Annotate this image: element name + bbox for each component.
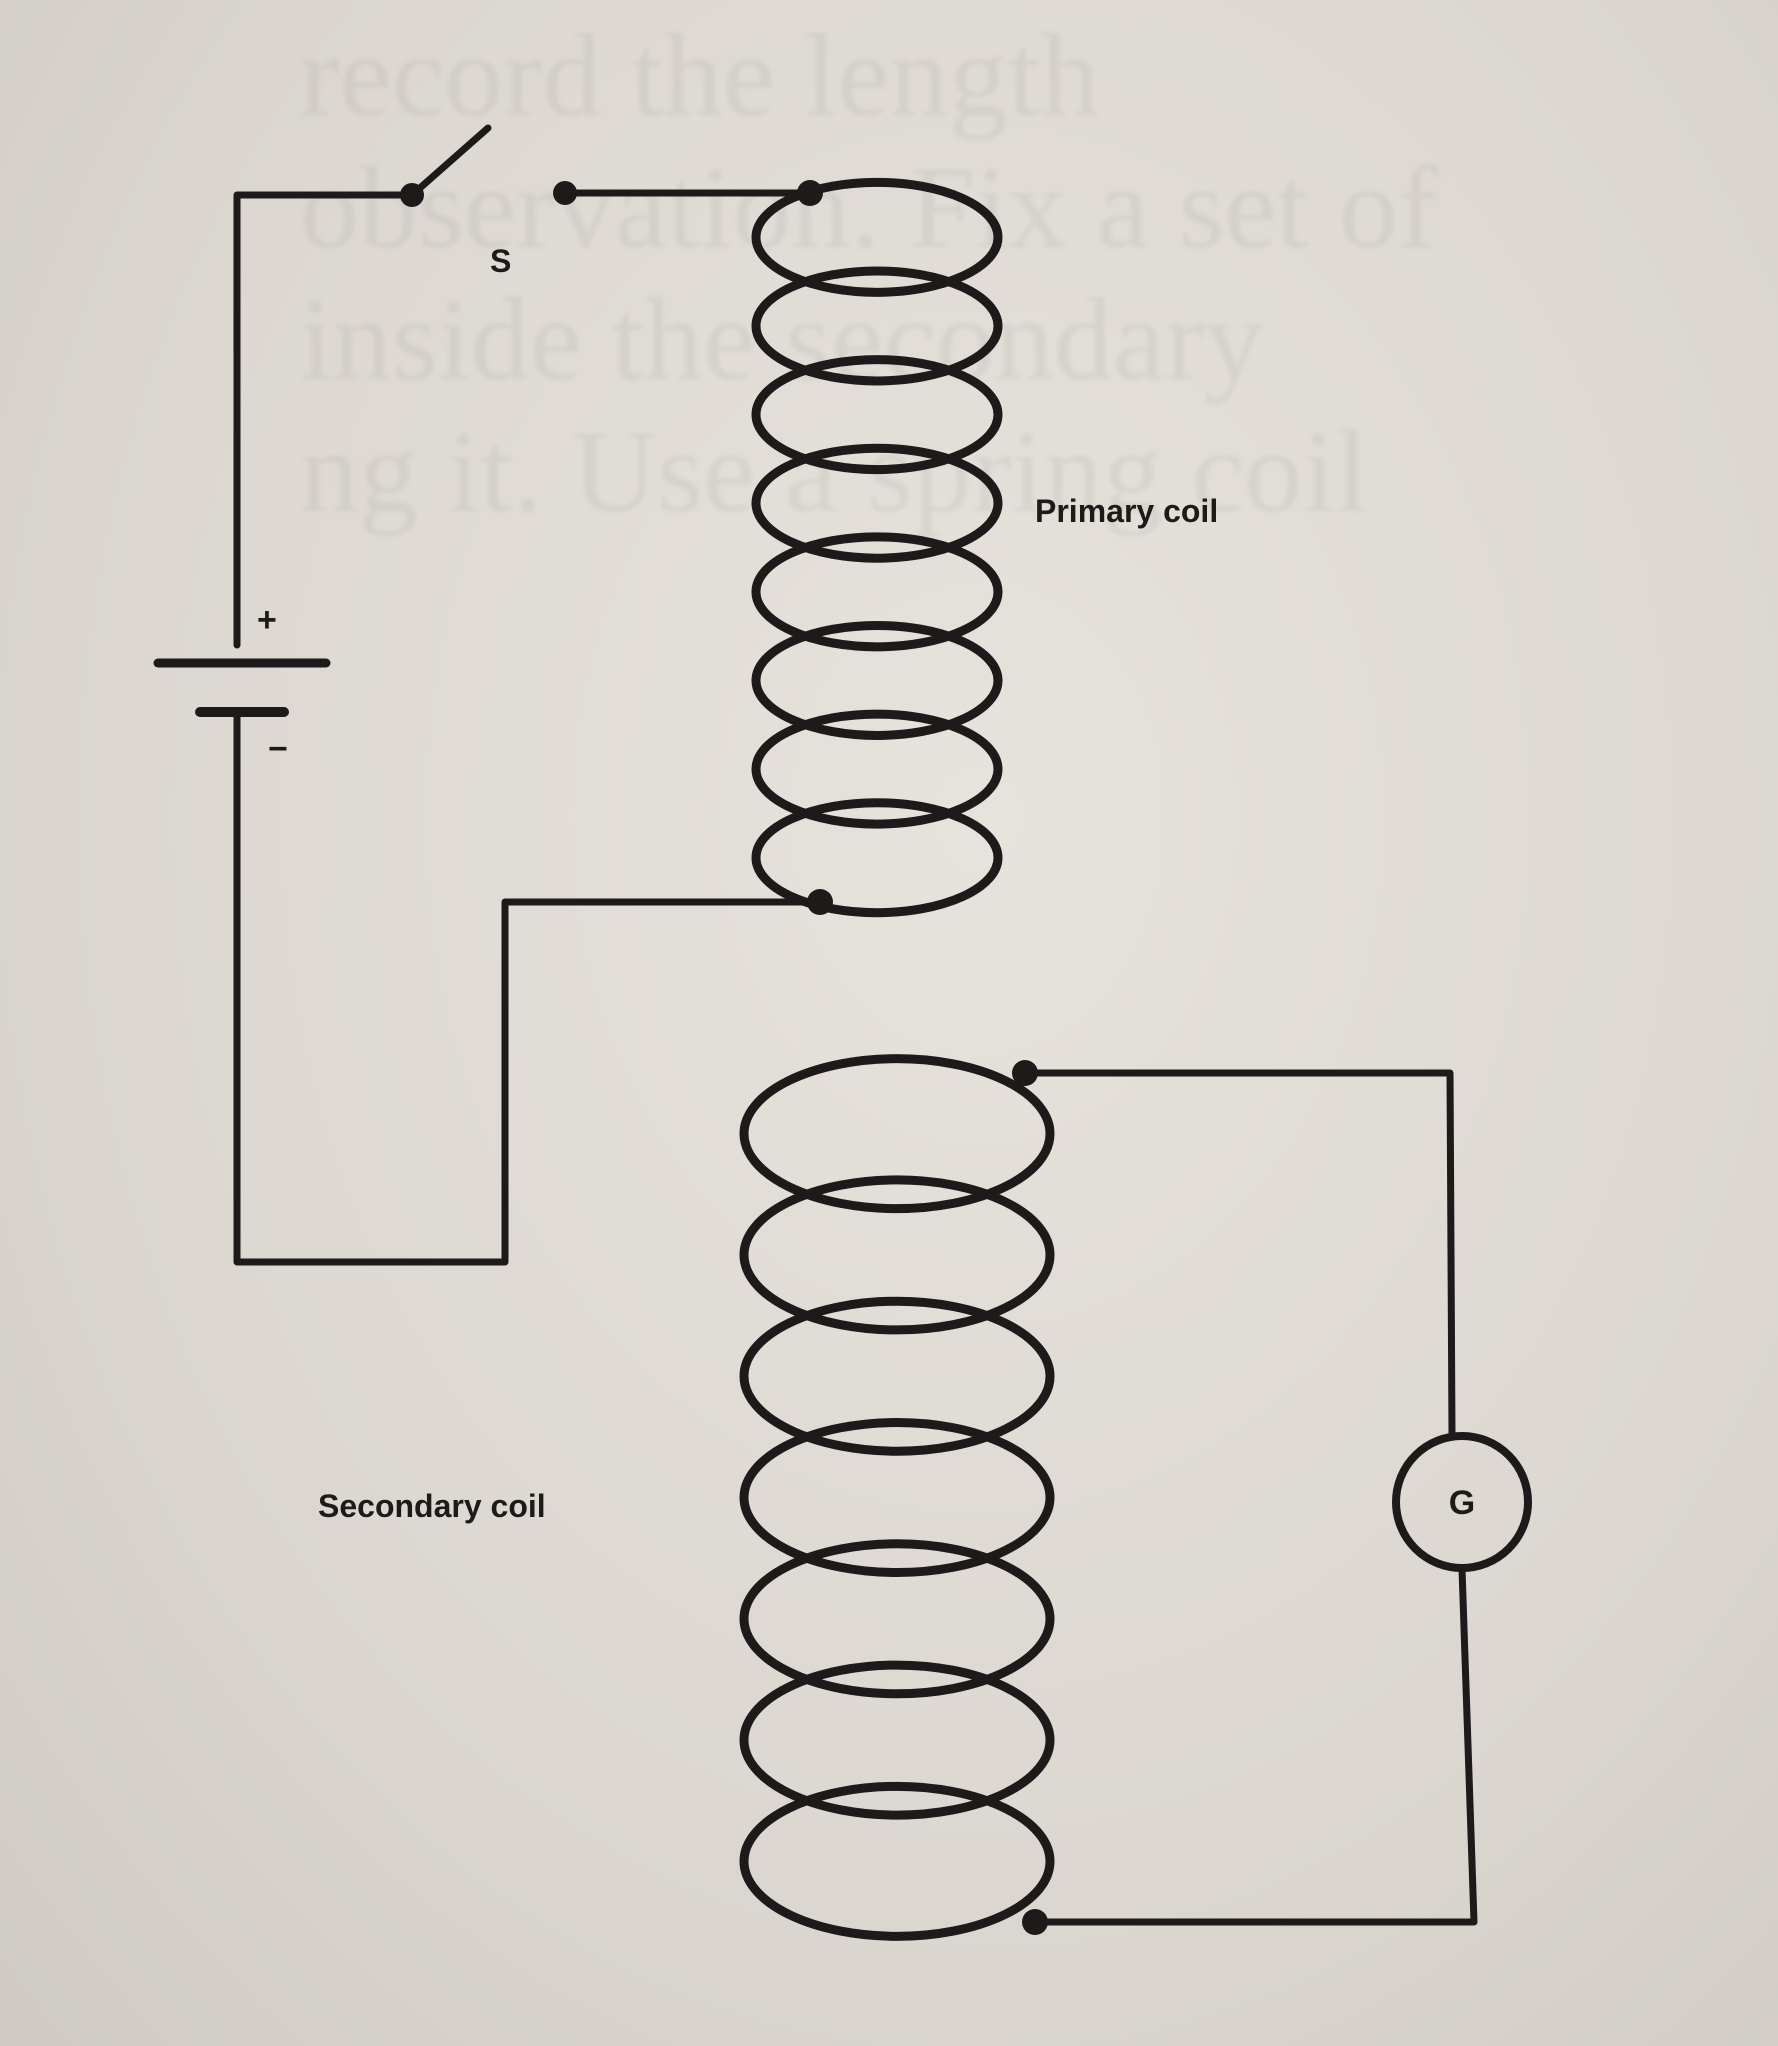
switch-label: S	[490, 243, 511, 279]
switch-pivot-terminal	[400, 183, 424, 207]
primary-coil-turn	[751, 620, 1003, 740]
galvanometer	[1392, 1432, 1532, 1572]
primary-coil-turn	[751, 177, 1003, 297]
battery-positive-label: +	[257, 601, 277, 639]
secondary-coil-turn	[739, 1054, 1055, 1214]
secondary-coil-turn	[739, 1660, 1055, 1820]
primary-coil-turn	[751, 355, 1003, 475]
primary-coil-turn	[751, 798, 1003, 918]
switch-lever	[408, 124, 492, 199]
primary-coil-label: Primary coil	[1035, 493, 1218, 529]
secondary-coil-turn	[739, 1296, 1055, 1456]
primary-coil-bottom-terminal	[807, 889, 833, 915]
secondary-coil	[739, 1054, 1055, 1941]
primary-coil-turn	[751, 443, 1003, 563]
primary-coil-turn	[751, 266, 1003, 386]
secondary-bottom-wire	[1031, 1565, 1478, 1926]
secondary-coil-turn	[739, 1418, 1055, 1577]
primary-left-wire	[233, 191, 416, 649]
primary-coil	[751, 177, 1003, 918]
primary-bottom-wire	[233, 708, 824, 1266]
secondary-coil-turn	[739, 1175, 1055, 1335]
secondary-coil-turn	[739, 1539, 1055, 1699]
secondary-top-wire	[1021, 1069, 1456, 1439]
primary-coil-turn	[751, 532, 1003, 652]
primary-coil-top-terminal	[797, 180, 823, 206]
primary-coil-turn	[751, 709, 1003, 829]
switch-contact-terminal	[553, 181, 577, 205]
secondary-coil-label: Secondary coil	[318, 1488, 546, 1524]
battery-negative-label: −	[268, 730, 288, 768]
secondary-coil-turn	[739, 1781, 1055, 1941]
galvanometer-label: G	[1449, 1484, 1475, 1522]
